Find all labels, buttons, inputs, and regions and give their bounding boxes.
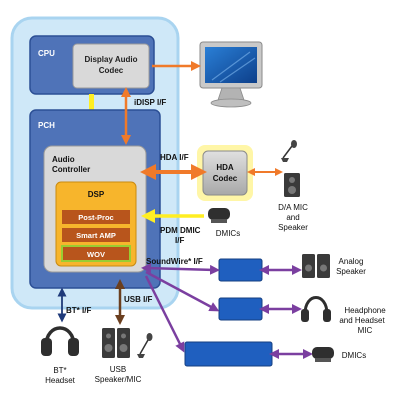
usb-mic-icon <box>137 333 153 358</box>
post-proc-label: Post-Proc <box>78 213 113 222</box>
usb-speaker-label-1: USB <box>110 365 126 374</box>
usb-if-label: USB I/F <box>124 295 153 304</box>
display-audio-codec-label-2: Codec <box>99 66 124 75</box>
bt-headset-label-2: Headset <box>45 376 76 385</box>
dmic-icon-bottom <box>312 347 334 362</box>
analog-speaker-label-1: Analog <box>339 257 364 266</box>
dmics-bottom-label: DMICs <box>342 351 366 360</box>
da-mic-label-3: Speaker <box>278 223 308 232</box>
soundwire-arrows <box>141 263 313 359</box>
soundwire-codec-3 <box>184 341 273 367</box>
headphone-label-1: Headphone <box>344 306 386 315</box>
cpu-pch-link <box>89 94 94 110</box>
pdm-label-1: PDM DMIC <box>160 226 201 235</box>
pch-label: PCH <box>38 121 55 130</box>
bt-headset-label-1: BT* <box>53 366 66 375</box>
usb-speaker-icon <box>102 328 130 358</box>
cpu-label: CPU <box>38 49 55 58</box>
soundwire-codec-2 <box>218 297 263 321</box>
analog-speaker-label-2: Speaker <box>336 267 366 276</box>
post-proc-block <box>62 210 130 224</box>
headphone-label-2: and Headset <box>339 316 385 325</box>
wov-block <box>61 245 131 262</box>
dmic-icon-mid <box>208 208 230 223</box>
hda-codec-label-1: HDA <box>216 163 234 172</box>
audio-controller-label-2: Controller <box>52 165 90 174</box>
da-mic-label-1: D/A MIC <box>278 203 308 212</box>
smart-amp-label: Smart AMP <box>76 231 116 240</box>
desk-mic-icon <box>281 140 297 162</box>
hda-codec-block <box>202 150 248 196</box>
soundwire-codec-1 <box>218 258 263 282</box>
headphone-icon <box>301 296 331 322</box>
hda-codec-label-2: Codec <box>213 174 238 183</box>
wov-label: WOV <box>87 250 105 259</box>
idisp-label: iDISP I/F <box>134 98 166 107</box>
hda-if-label: HDA I/F <box>160 153 189 162</box>
smart-amp-block <box>62 228 130 242</box>
usb-speaker-label-2: Speaker/MIC <box>95 375 142 384</box>
soundwire-label: SoundWire* I/F <box>146 257 203 266</box>
dmics-mid-label: DMICs <box>216 229 240 238</box>
speaker-icon <box>284 173 300 197</box>
display-audio-codec-block <box>72 43 150 89</box>
display-audio-codec-label-1: Display Audio <box>84 55 137 64</box>
monitor-icon <box>199 41 263 108</box>
dsp-label: DSP <box>88 190 105 199</box>
audio-controller-label-1: Audio <box>52 155 75 164</box>
da-mic-label-2: and <box>286 213 299 222</box>
bt-headset-icon <box>41 326 79 356</box>
analog-speaker-icon <box>302 254 330 278</box>
bt-if-label: BT* I/F <box>66 306 91 315</box>
headphone-label-3: MIC <box>358 326 373 335</box>
pdm-label-2: I/F <box>175 236 184 245</box>
